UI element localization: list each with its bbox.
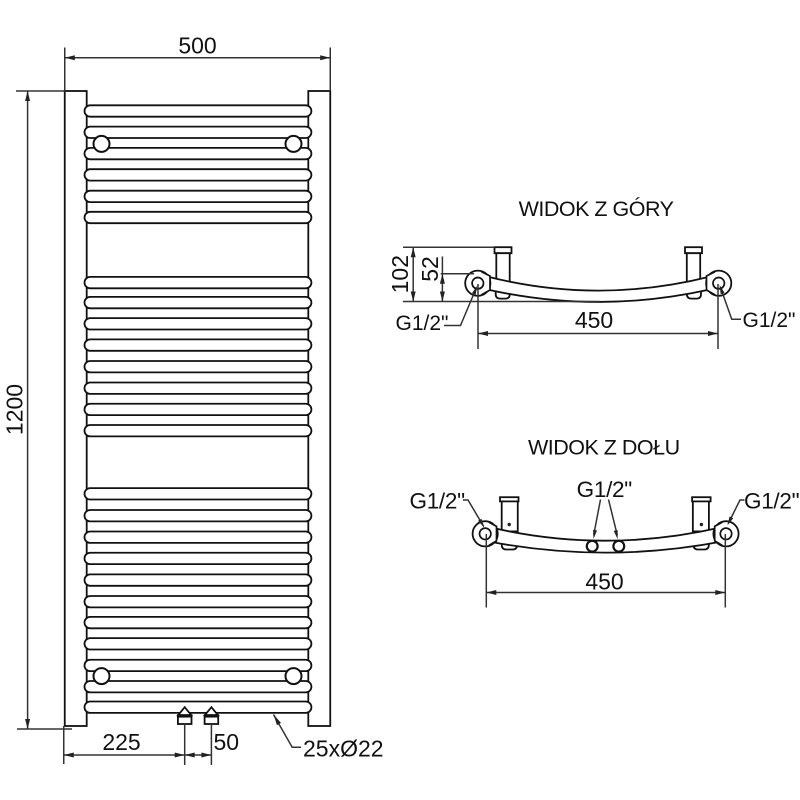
svg-text:1200: 1200 <box>2 384 28 435</box>
svg-text:500: 500 <box>178 33 216 59</box>
svg-text:225: 225 <box>102 729 140 755</box>
svg-text:G1/2": G1/2" <box>743 309 796 332</box>
svg-text:G1/2": G1/2" <box>744 489 800 514</box>
svg-text:102: 102 <box>387 255 413 293</box>
svg-text:WIDOK Z GÓRY: WIDOK Z GÓRY <box>519 196 674 221</box>
svg-text:G1/2": G1/2" <box>410 489 466 514</box>
svg-text:G1/2": G1/2" <box>577 477 633 502</box>
svg-text:52: 52 <box>417 256 443 282</box>
svg-text:WIDOK Z DOŁU: WIDOK Z DOŁU <box>528 435 680 459</box>
svg-text:G1/2": G1/2" <box>396 312 449 335</box>
svg-text:50: 50 <box>214 729 240 755</box>
svg-text:25xØ22: 25xØ22 <box>303 736 384 762</box>
svg-text:450: 450 <box>575 307 613 333</box>
svg-text:450: 450 <box>585 569 623 595</box>
